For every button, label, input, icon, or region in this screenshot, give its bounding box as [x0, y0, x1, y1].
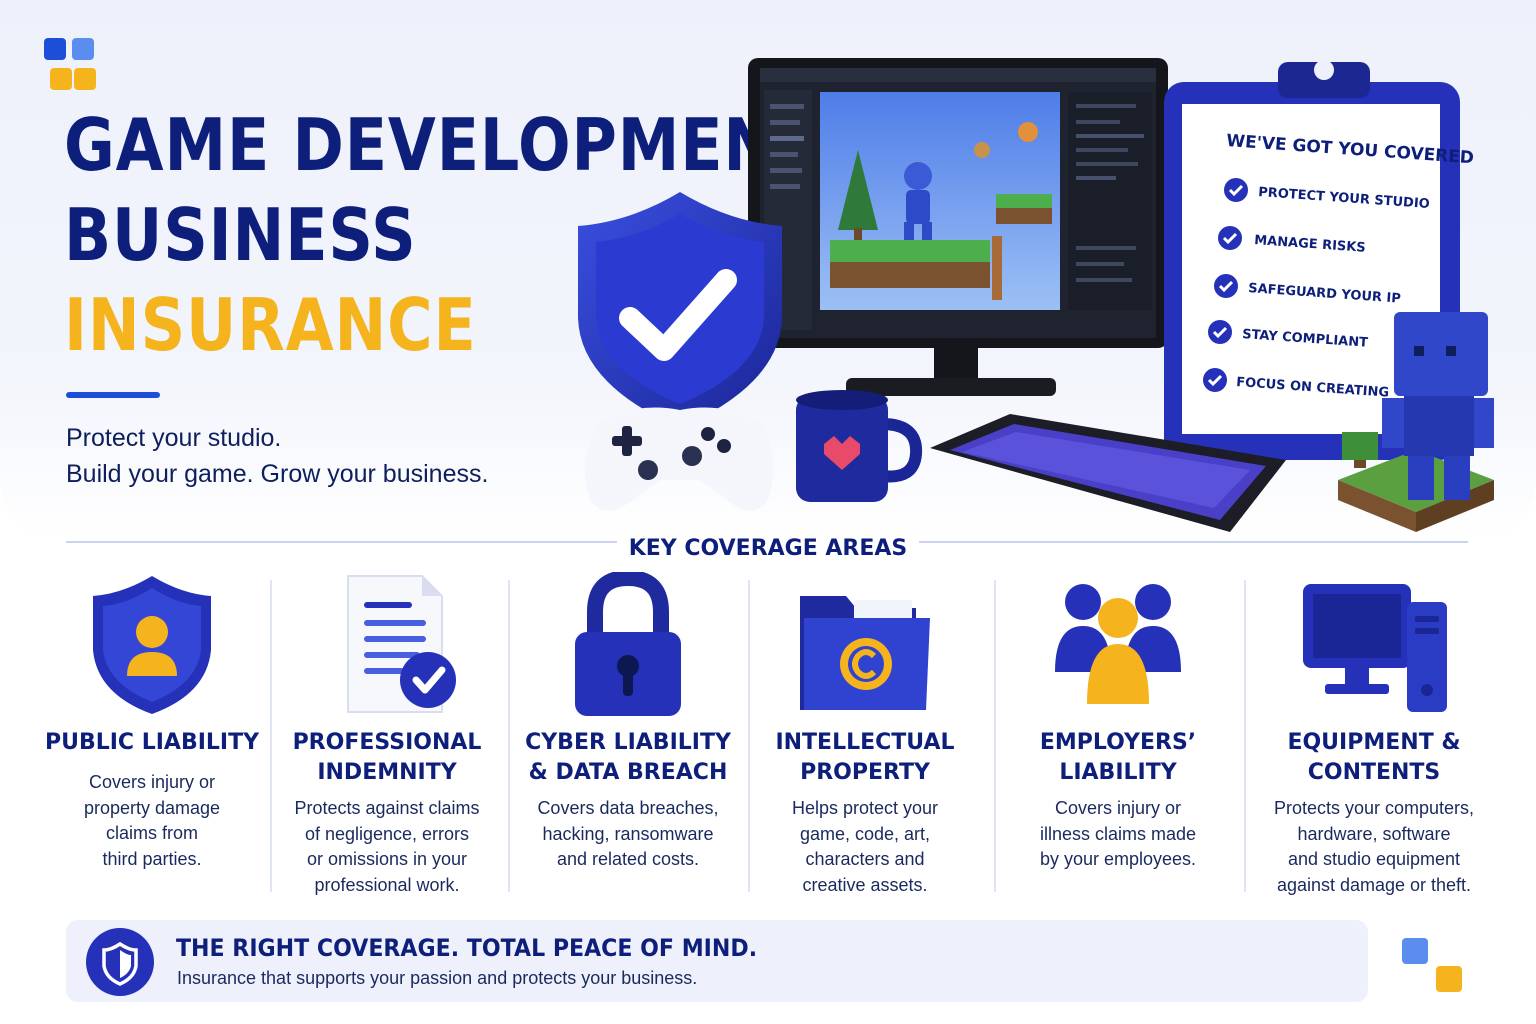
section-rule-right — [908, 541, 1468, 543]
title-line-3: INSURANCE — [64, 283, 477, 367]
card-public-liability: PUBLIC LIABILITY Covers injury or proper… — [30, 572, 274, 902]
copyright-folder-icon — [800, 596, 930, 710]
card-divider — [994, 580, 996, 892]
card-description: Helps protect your game, code, art, char… — [791, 798, 939, 895]
title-line-2: BUSINESS — [64, 193, 417, 277]
title-line-1: GAME DEVELOPMENT — [64, 103, 820, 187]
hero-illustration: WE'VE GOT YOU COVERED PROTECT YOUR STUDI… — [578, 58, 1494, 532]
shield-icon — [86, 928, 154, 996]
section-rule-left — [66, 541, 626, 543]
gamepad-icon — [584, 407, 774, 511]
card-divider — [1244, 580, 1246, 892]
coverage-cards: PUBLIC LIABILITY Covers injury or proper… — [30, 572, 1506, 902]
card-description: Protects against claims of negligence, e… — [294, 798, 480, 895]
title-underline — [66, 392, 160, 398]
card-title: EMPLOYERS’ LIABILITY — [1039, 730, 1197, 785]
tagline-line-1: Protect your studio. — [66, 424, 282, 452]
card-title: PROFESSIONAL INDEMNITY — [292, 730, 482, 785]
card-description: Covers injury or illness claims made by … — [1039, 798, 1197, 869]
card-equipment-contents: EQUIPMENT & CONTENTS Protects your compu… — [1242, 572, 1506, 902]
card-cyber-liability: CYBER LIABILITY & DATA BREACH Covers dat… — [508, 572, 748, 902]
banner-title: THE RIGHT COVERAGE. TOTAL PEACE OF MIND. — [176, 934, 758, 962]
footer-banner: THE RIGHT COVERAGE. TOTAL PEACE OF MIND.… — [66, 920, 1368, 1002]
card-title: CYBER LIABILITY & DATA BREACH — [525, 730, 731, 785]
card-description: Covers data breaches, hacking, ransomwar… — [537, 798, 719, 869]
padlock-icon — [575, 572, 681, 716]
computer-icon — [1303, 584, 1447, 712]
page-title: GAME DEVELOPMENT BUSINESS INSURANCE — [64, 100, 819, 370]
user-shield-icon — [93, 576, 211, 714]
decorative-squares-icon — [1400, 936, 1466, 994]
tagline: Protect your studio. Build your game. Gr… — [66, 420, 488, 492]
card-title: EQUIPMENT & CONTENTS — [1287, 730, 1461, 785]
card-description: Protects your computers, hardware, softw… — [1273, 798, 1475, 895]
card-divider — [508, 580, 510, 892]
card-employers-liability: EMPLOYERS’ LIABILITY Covers injury or il… — [994, 572, 1242, 902]
team-icon — [1055, 584, 1181, 704]
card-divider — [270, 580, 272, 892]
card-divider — [748, 580, 750, 892]
brand-logo-icon — [44, 38, 96, 90]
keyboard-icon — [930, 414, 1286, 532]
monitor-icon — [748, 58, 1168, 396]
coverage-section-title: KEY COVERAGE AREAS — [0, 536, 1536, 561]
voxel-character-icon — [1338, 312, 1494, 532]
shield-check-icon — [578, 192, 782, 428]
document-check-icon — [347, 575, 456, 713]
card-title: INTELLECTUAL PROPERTY — [775, 730, 955, 785]
card-description: Covers injury or property damage claims … — [83, 772, 221, 869]
card-intellectual-property: INTELLECTUAL PROPERTY Helps protect your… — [748, 572, 982, 902]
clipboard-checklist: WE'VE GOT YOU COVERED PROTECT YOUR STUDI… — [1164, 60, 1475, 460]
banner-subtitle: Insurance that supports your passion and… — [177, 968, 698, 988]
heart-mug-icon — [796, 390, 923, 502]
card-title: PUBLIC LIABILITY — [44, 730, 260, 755]
tagline-line-2: Build your game. Grow your business. — [66, 460, 489, 488]
card-professional-indemnity: PROFESSIONAL INDEMNITY Protects against … — [266, 572, 508, 902]
